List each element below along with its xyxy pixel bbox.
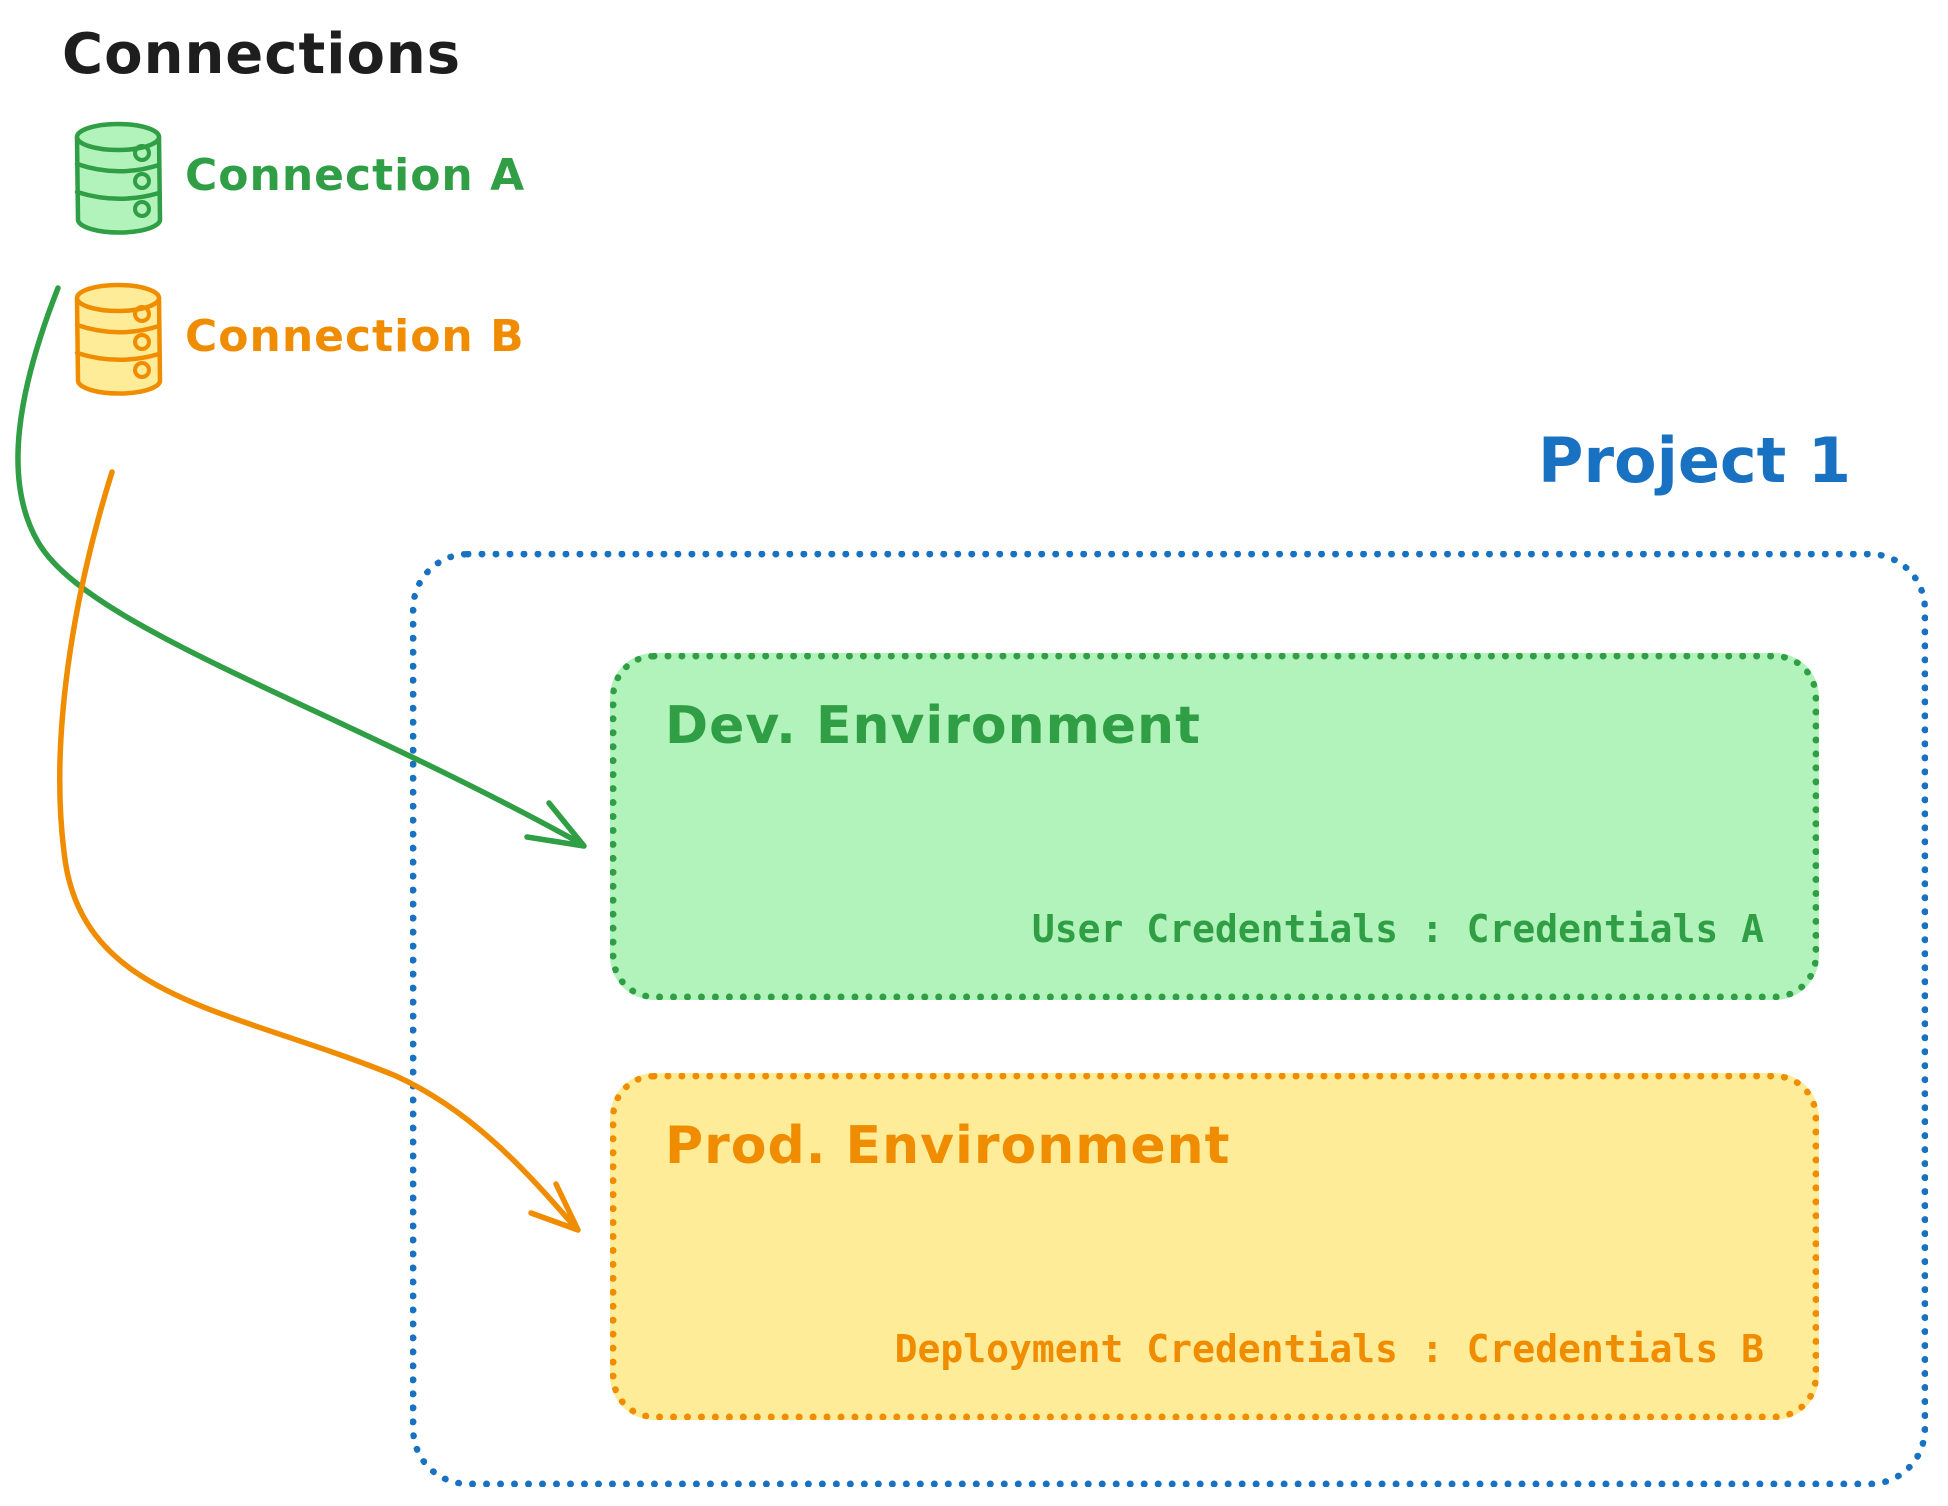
project-box: Dev. Environment User Credentials : Cred…: [410, 551, 1928, 1487]
page-title: Connections: [62, 22, 462, 87]
project-title: Project 1: [1538, 424, 1852, 497]
prod-environment-credentials: Deployment Credentials : Credentials B: [894, 1327, 1764, 1371]
dev-environment-box: Dev. Environment User Credentials : Cred…: [610, 653, 1819, 1000]
dev-environment-credentials: User Credentials : Credentials A: [1031, 907, 1764, 951]
database-icon-connection-a: [74, 121, 163, 235]
database-icon-connection-b: [74, 282, 163, 396]
prod-environment-box: Prod. Environment Deployment Credentials…: [610, 1073, 1819, 1420]
connection-b-label: Connection B: [185, 311, 525, 362]
connection-a-label: Connection A: [185, 150, 526, 201]
prod-environment-title: Prod. Environment: [665, 1116, 1231, 1176]
dev-environment-title: Dev. Environment: [665, 696, 1201, 756]
